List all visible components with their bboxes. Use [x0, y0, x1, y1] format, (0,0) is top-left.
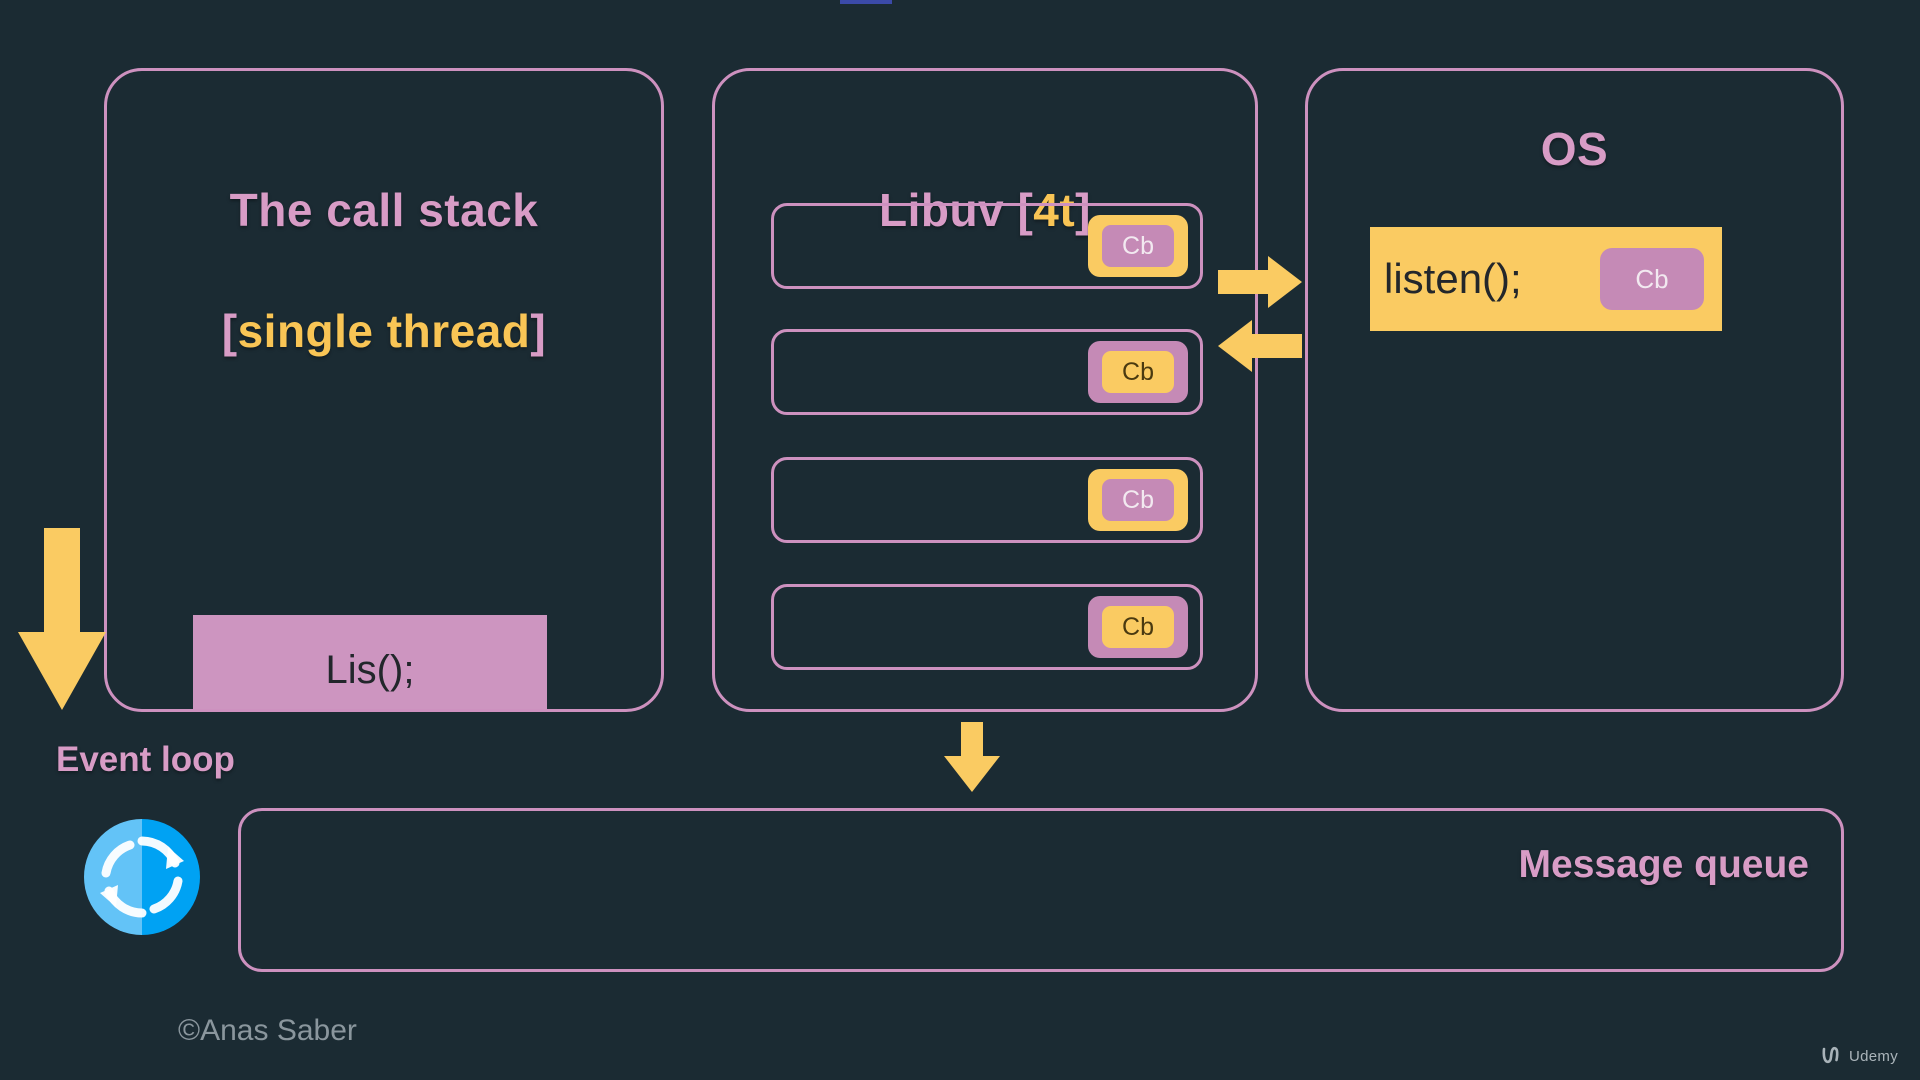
copyright-text: ©Anas Saber: [178, 1014, 357, 1047]
libuv-title-thread-count: 4t: [1033, 183, 1076, 236]
event-loop-label: Event loop: [56, 740, 235, 779]
libuv-thread-row[interactable]: Cb: [771, 203, 1203, 289]
libuv-title-bracket-open: [: [1017, 183, 1034, 236]
os-listen-call-box[interactable]: listen(); Cb: [1370, 227, 1722, 331]
callback-chip: Cb: [1102, 225, 1174, 267]
video-progress-bar[interactable]: [0, 0, 1920, 5]
libuv-panel: Libuv [4t] Cb Cb Cb Cb: [712, 68, 1258, 712]
libuv-thread-row[interactable]: Cb: [771, 584, 1203, 670]
call-stack-title: The call stack [single thread]: [107, 119, 661, 362]
call-stack-title-bracket-close: ]: [530, 305, 547, 358]
circular-refresh-icon: [80, 815, 204, 939]
libuv-thread-row[interactable]: Cb: [771, 329, 1203, 415]
udemy-logo: Udemy: [1820, 1046, 1898, 1066]
libuv-thread-row[interactable]: Cb: [771, 457, 1203, 543]
call-stack-title-bracket-open: [: [221, 305, 238, 358]
call-stack-frame-label: Lis();: [325, 647, 415, 692]
udemy-mark-icon: [1822, 1046, 1839, 1064]
libuv-title-bracket-close: ]: [1075, 183, 1091, 236]
os-panel: OS listen(); Cb: [1305, 68, 1844, 712]
udemy-wordmark: Udemy: [1848, 1047, 1898, 1065]
callback-chip: Cb: [1102, 479, 1174, 521]
callback-badge[interactable]: Cb: [1088, 469, 1188, 531]
os-listen-call-label: listen();: [1384, 255, 1522, 302]
down-arrow-icon: [18, 528, 106, 715]
callback-badge[interactable]: Cb: [1088, 596, 1188, 658]
callback-chip: Cb: [1102, 351, 1174, 393]
libuv-title: Libuv [4t]: [715, 119, 1255, 240]
os-title: OS: [1540, 123, 1609, 175]
libuv-title-name: Libuv: [878, 183, 1018, 236]
callback-badge[interactable]: Cb: [1088, 215, 1188, 277]
call-stack-frame[interactable]: Lis();: [193, 615, 547, 709]
call-stack-title-line1: The call stack: [229, 183, 539, 236]
call-stack-title-thread: single thread: [237, 305, 531, 358]
call-stack-panel: The call stack [single thread] Lis();: [104, 68, 664, 712]
down-arrow-icon: [944, 722, 1000, 797]
callback-chip: Cb: [1102, 606, 1174, 648]
right-arrow-icon: [1218, 256, 1302, 313]
message-queue-panel: Message queue: [238, 808, 1844, 972]
message-queue-label: Message queue: [1518, 843, 1809, 886]
left-arrow-icon: [1218, 320, 1302, 377]
os-listen-callback-badge: Cb: [1600, 248, 1704, 310]
callback-badge[interactable]: Cb: [1088, 341, 1188, 403]
video-progress-fill: [840, 0, 892, 4]
